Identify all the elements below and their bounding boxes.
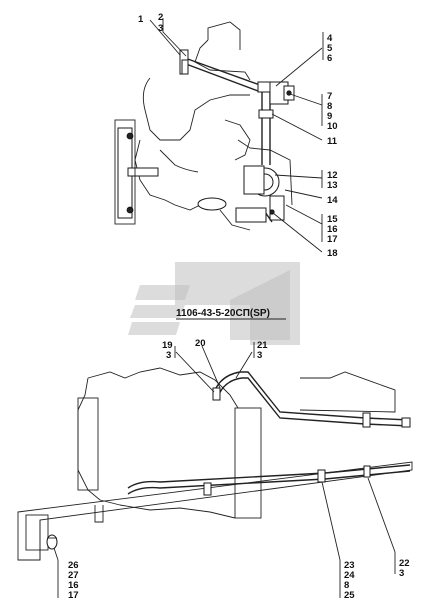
callout-13: 13 [327, 180, 338, 191]
callout-4: 4 [327, 33, 333, 44]
callout-21: 21 [257, 340, 268, 351]
callout-17-b: 17 [68, 590, 79, 601]
callout-20: 20 [195, 338, 206, 349]
callout-14: 14 [327, 195, 338, 206]
callout-3: 3 [158, 23, 163, 34]
callout-18: 18 [327, 248, 338, 259]
callout-21-3: 3 [257, 350, 262, 361]
callout-9: 9 [327, 111, 332, 122]
callout-22-3: 3 [399, 568, 404, 579]
watermark-logo [128, 262, 300, 345]
callout-6: 6 [327, 53, 332, 64]
chassis-side-view [17, 367, 413, 561]
drawing-code: 1106-43-5-20СП(SP) [176, 308, 270, 319]
engine-top-view [114, 21, 295, 231]
callout-23: 23 [344, 560, 355, 571]
callouts-bottom: 19 3 20 21 3 26 27 16 17 23 24 8 25 22 3 [68, 338, 410, 601]
callout-26: 26 [68, 560, 79, 571]
callout-15: 15 [327, 214, 338, 225]
callout-17: 17 [327, 234, 338, 245]
callout-16: 16 [327, 224, 338, 235]
callout-22: 22 [399, 558, 410, 569]
callout-19-3: 3 [166, 350, 171, 361]
callout-11: 11 [327, 136, 338, 147]
callout-19: 19 [162, 340, 173, 351]
leaders-top [149, 18, 324, 253]
callout-8: 8 [327, 101, 332, 112]
leaders-bottom [53, 342, 396, 598]
callout-12: 12 [327, 170, 338, 181]
callout-5: 5 [327, 43, 333, 54]
callout-27: 27 [68, 570, 79, 581]
callout-1: 1 [138, 14, 144, 25]
callout-2: 2 [158, 12, 163, 23]
callout-24: 24 [344, 570, 355, 581]
callouts-top: 1 2 3 4 5 6 7 8 9 10 11 12 13 14 15 16 1… [138, 12, 338, 259]
callout-8-b: 8 [344, 580, 349, 591]
callout-25: 25 [344, 590, 355, 601]
callout-10: 10 [327, 121, 338, 132]
callout-7: 7 [327, 91, 332, 102]
callout-16-b: 16 [68, 580, 79, 591]
